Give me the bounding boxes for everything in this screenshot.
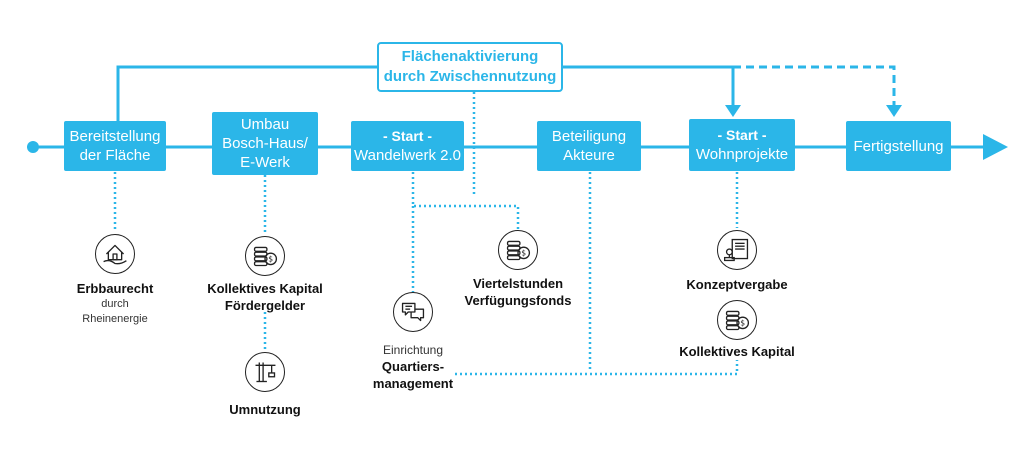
box-line: Umbau	[240, 116, 290, 133]
label-konzeptvergabe: Konzeptvergabe	[677, 276, 797, 293]
label-normal: Einrichtung	[382, 343, 444, 357]
box-bereitstellung: Bereitstellung der Fläche	[64, 121, 166, 171]
svg-text:$: $	[521, 249, 526, 258]
contract-stamp-icon	[717, 230, 757, 270]
label-umnutzung: Umnutzung	[205, 401, 325, 418]
coins-icon: $	[717, 300, 757, 340]
house-hand-icon	[95, 234, 135, 274]
crane-icon	[245, 352, 285, 392]
box-line: E-Werk	[240, 154, 290, 171]
label-normal: durch	[101, 298, 129, 310]
box-fertigstellung: Fertigstellung	[846, 121, 951, 171]
box-line: Beteiligung	[551, 128, 627, 145]
label-normal: Rheinenergie	[82, 313, 148, 325]
coins-icon: $	[498, 230, 538, 270]
box-line: Bosch-Haus/	[222, 135, 308, 152]
box-line: Bereitstellung	[69, 128, 161, 145]
box-beteiligung: Beteiligung Akteure	[537, 121, 641, 171]
label-quartiersmanagement: Einrichtung Quartiers- management	[363, 343, 463, 392]
box-line: der Fläche	[79, 147, 151, 164]
box-line: Wohnprojekte	[695, 146, 789, 163]
label-erbbaurecht: Erbbaurecht durch Rheinenergie	[55, 280, 175, 327]
label-bold: Umnutzung	[229, 402, 301, 417]
top-box-flaechenaktivierung: Flächenaktivierung durch Zwischennutzung	[377, 42, 563, 92]
label-bold: Viertelstunden	[472, 276, 564, 291]
label-bold: Konzeptvergabe	[686, 277, 788, 292]
label-bold: Verfügungsfonds	[464, 293, 572, 308]
label-bold: Kollektives Kapital	[679, 344, 795, 359]
label-viertelstunden: Viertelstunden Verfügungsfonds	[458, 275, 578, 309]
speech-bubbles-icon	[393, 292, 433, 332]
box-umbau: Umbau Bosch-Haus/ E-Werk	[212, 112, 318, 175]
label-kapital-foerdergelder: Kollektives Kapital Fördergelder	[195, 280, 335, 314]
box-wohnprojekte: - Start - Wohnprojekte	[689, 119, 795, 171]
box-line: Wandelwerk 2.0	[354, 147, 461, 164]
box-line: Akteure	[563, 147, 615, 164]
box-wandelwerk: - Start - Wandelwerk 2.0	[351, 121, 464, 171]
arrow-to-fertigstellung	[886, 105, 902, 117]
label-bold: management	[372, 376, 454, 391]
box-line: Fertigstellung	[853, 137, 944, 155]
label-kapital-2: Kollektives Kapital	[667, 343, 807, 360]
svg-text:$: $	[268, 255, 273, 264]
timeline-arrowhead	[983, 134, 1008, 160]
svg-text:$: $	[740, 319, 745, 328]
dotted-connectors	[113, 92, 739, 376]
box-start-label: - Start -	[717, 127, 767, 143]
dashed-loop-right	[733, 65, 896, 107]
coins-icon: $	[245, 236, 285, 276]
arrow-to-wohnprojekte	[725, 105, 741, 117]
label-bold: Quartiers-	[381, 359, 445, 374]
label-bold: Fördergelder	[224, 298, 306, 313]
top-box-line1: Flächenaktivierung	[401, 48, 539, 65]
top-loop-right	[563, 65, 735, 107]
top-loop-left	[116, 65, 377, 121]
label-bold: Erbbaurecht	[76, 281, 154, 296]
label-bold: Kollektives Kapital	[207, 281, 323, 296]
top-box-line2: durch Zwischennutzung	[383, 68, 557, 85]
box-start-label: - Start -	[383, 128, 432, 144]
